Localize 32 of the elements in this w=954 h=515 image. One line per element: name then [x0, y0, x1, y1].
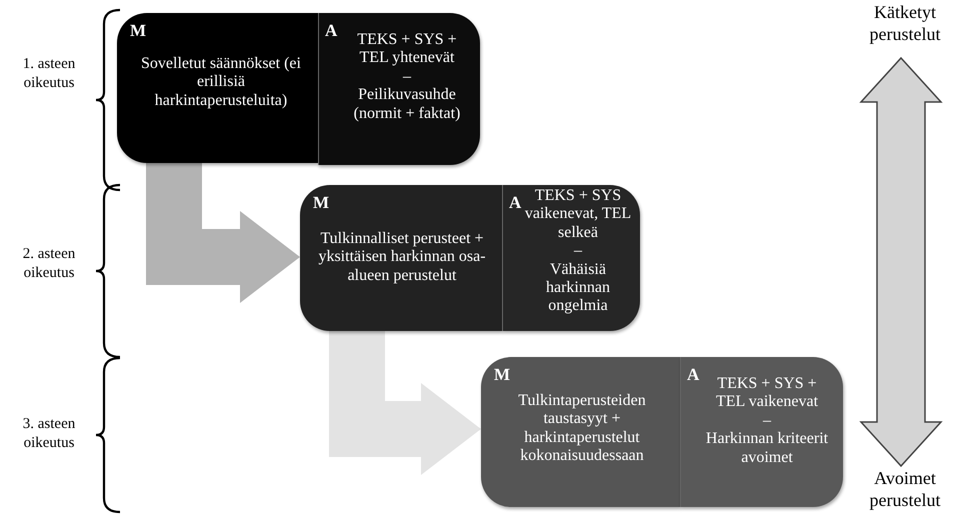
box-text: Peilikuvasuhde (normit + faktat): [352, 86, 462, 123]
box-text: Tulkinnalliset perusteet + yksittäisen harkinnan osa-alueen perustelut: [317, 230, 487, 286]
panel-letter: M: [313, 193, 330, 213]
panel-letter: A: [325, 21, 338, 41]
box-text: TEKS + SYS + TEL yhtenevät: [356, 31, 458, 68]
panel-letter: M: [130, 21, 146, 41]
box-text: –: [572, 242, 584, 261]
box-text: –: [402, 68, 412, 86]
box-text: Tulkintaperusteiden taustasyyt + harkintaperustelut kokonaisuudessaan: [517, 392, 647, 466]
level-label: 1. asteen oikeutus: [22, 55, 76, 92]
a-box: [502, 185, 640, 331]
m-box: [117, 13, 318, 163]
panel-letter: A: [687, 365, 700, 385]
double-arrow: [859, 56, 943, 468]
axis-end-label: Avoimet perustelut: [858, 468, 952, 514]
a-box: [318, 13, 480, 165]
box-text: –: [762, 412, 772, 430]
box-text: TEKS + SYS + TEL vaikenevat: [714, 375, 820, 412]
bent-arrow: [329, 331, 481, 475]
level-label: 2. asteen oikeutus: [22, 245, 76, 282]
box-text: Harkinnan kriteerit avoimet: [704, 430, 830, 467]
box-text: Vähäisiä harkinnan ongelmia: [545, 260, 611, 316]
panel-letter: A: [509, 193, 522, 213]
m-box: [300, 185, 502, 331]
axis-end-label: Kätketyt perustelut: [858, 2, 952, 54]
level-label: 3. asteen oikeutus: [22, 415, 76, 452]
box-text: Sovelletut säännökset (ei erillisiä harkintaperusteluita): [140, 55, 302, 110]
box-text: TEKS + SYS vaikenevat, TEL selkeä: [524, 187, 632, 242]
bent-arrow: [146, 163, 300, 303]
m-box: [481, 357, 680, 507]
panel-letter: M: [494, 365, 510, 385]
a-box: [680, 357, 843, 507]
